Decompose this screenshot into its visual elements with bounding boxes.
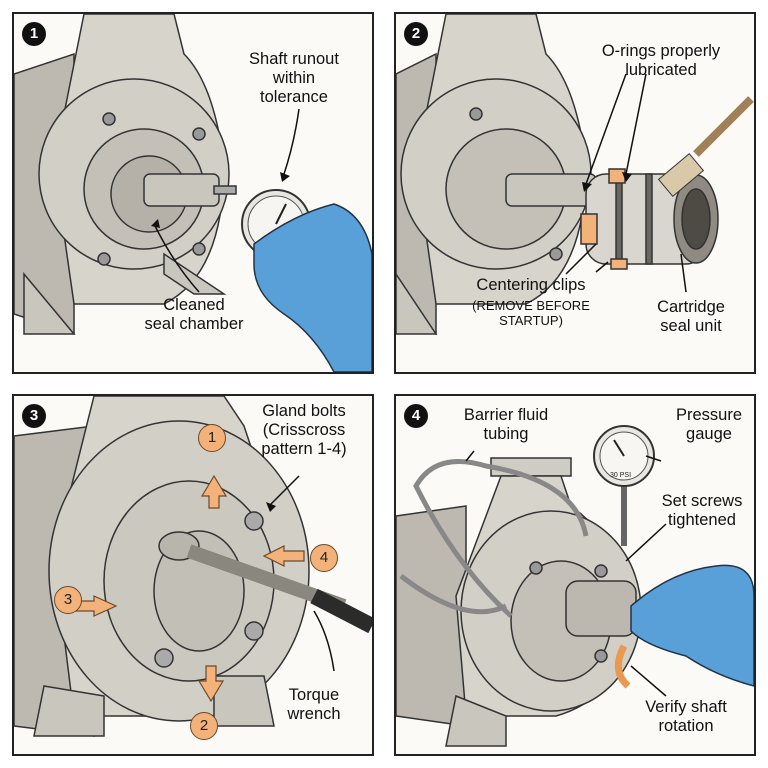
pressure-gauge-label: Pressure gauge — [675, 406, 743, 443]
barrier-tubing — [399, 459, 589, 618]
barrier-tubing-label: Barrier fluid tubing — [463, 406, 549, 443]
brush — [657, 96, 754, 197]
sequence-badge-4: 4 — [310, 544, 338, 572]
blue-glove — [253, 203, 372, 372]
sequence-arrows — [75, 474, 305, 703]
shaft-rotation-label: Verify shaft rotation — [645, 698, 727, 735]
step-1-panel: 1 Shaft runout within tolerance Cleaned … — [12, 12, 374, 374]
torque-wrench — [158, 531, 372, 634]
cartridge-label: Cartridge seal unit — [657, 298, 725, 335]
centering-clips-label: Centering clips — [476, 276, 586, 294]
step-4-panel: 4 30 PSI Barrier fluid tubing Pressure g… — [394, 394, 756, 756]
pump-illustration-2 — [396, 14, 754, 336]
step-number: 2 — [404, 22, 428, 46]
blue-glove — [630, 564, 754, 687]
pump-illustration-4 — [396, 425, 754, 747]
step-number: 1 — [22, 22, 46, 46]
cartridge-seal — [580, 168, 719, 270]
gauge-readout: 30 PSI — [610, 472, 632, 479]
clips-warning-note: (REMOVE BEFORE STARTUP) — [472, 298, 590, 328]
seal-chamber-label: Cleaned seal chamber — [144, 296, 244, 333]
orings-label: O-rings properly lubricated — [601, 42, 721, 79]
step-number: 4 — [404, 404, 428, 428]
pump-illustration-1 — [14, 14, 372, 372]
gland-bolts-label: Gland bolts (Crisscross pattern 1-4) — [261, 402, 347, 458]
sequence-badge-3: 3 — [54, 586, 82, 614]
torque-wrench-label: Torque wrench — [287, 686, 341, 723]
set-screws-label: Set screws tightened — [661, 492, 743, 529]
runout-label: Shaft runout within tolerance — [249, 50, 339, 106]
step-2-panel: 2 O-rings properly lubricated Centering … — [394, 12, 756, 374]
rotation-arrow — [614, 644, 631, 689]
pump-illustration-3 — [14, 396, 372, 737]
pressure-gauge — [593, 425, 655, 546]
step-3-panel: 3 1 2 3 4 Gland bolts (Crisscross patter… — [12, 394, 374, 756]
step-number: 3 — [22, 404, 46, 428]
sequence-badge-1: 1 — [198, 424, 226, 452]
sequence-badge-2: 2 — [190, 712, 218, 740]
